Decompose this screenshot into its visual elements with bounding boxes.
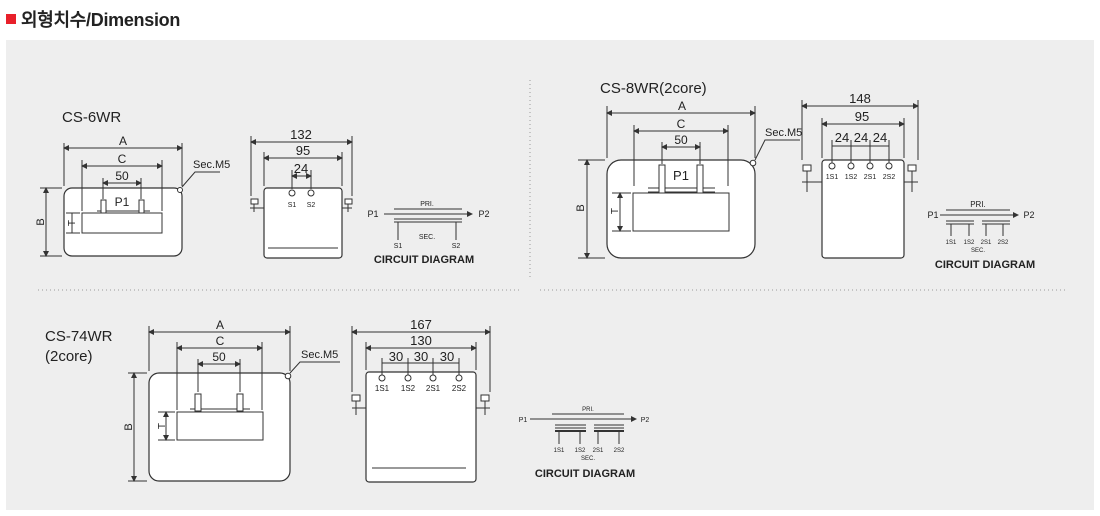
terminal-label: Sec.M5: [765, 127, 802, 139]
model-name: CS-6WR: [62, 109, 121, 126]
circuit-caption: CIRCUIT DIAGRAM: [535, 468, 635, 480]
dim-a-label: A: [216, 318, 224, 332]
circuit-pri: PRI.: [970, 200, 986, 209]
dim-pitch-label-3: 30: [440, 349, 454, 364]
circuit-1s2: 1S2: [575, 448, 586, 454]
circuit-sec: SEC.: [419, 234, 435, 241]
p1-label: P1: [115, 195, 130, 209]
terminal-label: Sec.M5: [193, 159, 230, 171]
terminal-s2-label: S2: [307, 202, 316, 209]
circuit-1s1: 1S1: [554, 448, 565, 454]
model-cs-8wr: CS-8WR(2core) A C 50 B T P1 Sec.M: [575, 80, 1035, 271]
dim-c-label: C: [216, 334, 225, 348]
dim-a-label: A: [119, 134, 127, 148]
circuit-1s1: 1S1: [946, 240, 957, 246]
dim-inner-label: 95: [296, 143, 310, 158]
dim-a-label: A: [678, 99, 686, 113]
p1-label: P1: [673, 168, 689, 183]
dim-hole-label: 50: [212, 350, 226, 364]
side-view: 148 95 24 24 24 1S1 1S2 2S1 2S2: [801, 91, 919, 259]
terminal-1s2-label: 1S2: [401, 384, 416, 393]
dim-hole-label: 50: [115, 169, 129, 183]
circuit-p2: P2: [641, 417, 650, 424]
circuit-p1: P1: [519, 417, 528, 424]
section-title: 외형치수/Dimension: [21, 10, 181, 30]
terminal-2s2-label: 2S2: [452, 384, 467, 393]
dim-c-label: C: [677, 117, 686, 131]
dim-pitch-label: 24: [294, 161, 308, 176]
circuit-pri: PRI.: [420, 201, 434, 208]
dim-t-label: T: [67, 220, 78, 226]
circuit-sec: SEC.: [971, 248, 985, 254]
circuit-p2: P2: [1023, 210, 1034, 220]
terminal-s1-label: S1: [288, 202, 297, 209]
terminal-2s1-label: 2S1: [426, 384, 441, 393]
model-name: CS-8WR(2core): [600, 80, 707, 97]
dim-b-label: B: [575, 204, 587, 211]
circuit-2s2: 2S2: [614, 448, 625, 454]
terminal-1s1-label: 1S1: [375, 384, 390, 393]
dim-pitch-label-1: 30: [389, 349, 403, 364]
side-view: 132 95 24 S1 S2: [250, 127, 353, 259]
section-header: 외형치수/Dimension: [6, 6, 180, 32]
circuit-2s2: 2S2: [998, 240, 1009, 246]
dim-pitch-label-3: 24: [873, 130, 887, 145]
terminal-2s1-label: 2S1: [864, 174, 877, 181]
model-name-line1: CS-74WR: [45, 328, 113, 345]
circuit-sec: SEC.: [581, 456, 595, 462]
model-name-line2: (2core): [45, 348, 93, 365]
terminal-2s2-label: 2S2: [883, 174, 896, 181]
circuit-p2: P2: [478, 209, 489, 219]
circuit-caption: CIRCUIT DIAGRAM: [374, 254, 474, 266]
dim-pitch-label-2: 24: [854, 130, 868, 145]
circuit-diagram: P1 P2 PRI. 1S1 1S2 2S1 2S2 SEC. CIRCUIT …: [519, 407, 650, 480]
dim-width-label: 167: [410, 317, 432, 332]
front-view: A C 50 B T Sec.M5: [123, 318, 340, 482]
circuit-2s1: 2S1: [593, 448, 604, 454]
dim-t-label: T: [157, 423, 168, 429]
model-cs-74wr: CS-74WR (2core) A C 50 B T Sec.M5: [45, 317, 650, 483]
terminal-label: Sec.M5: [301, 349, 338, 361]
side-view: 167 130 30 30 30 1S1 1S2 2S1 2S2: [351, 317, 491, 483]
dim-inner-label: 95: [855, 109, 869, 124]
dim-width-label: 132: [290, 127, 312, 142]
circuit-1s2: 1S2: [964, 240, 975, 246]
circuit-p1: P1: [367, 209, 378, 219]
dim-t-label: T: [610, 208, 621, 214]
circuit-s1: S1: [394, 243, 403, 250]
dim-inner-label: 130: [410, 333, 432, 348]
circuit-s2: S2: [452, 243, 461, 250]
dim-pitch-label-2: 30: [414, 349, 428, 364]
terminal-1s1-label: 1S1: [826, 174, 839, 181]
dim-b-label: B: [123, 423, 135, 430]
circuit-caption: CIRCUIT DIAGRAM: [935, 259, 1035, 271]
dim-pitch-label-1: 24: [835, 130, 849, 145]
front-view: A C 50 B T P1 Sec.M5: [575, 99, 802, 259]
red-square-icon: [6, 14, 16, 24]
front-view: A C 50 B T P1 Sec.M5: [35, 134, 230, 257]
terminal-1s2-label: 1S2: [845, 174, 858, 181]
circuit-2s1: 2S1: [981, 240, 992, 246]
dim-b-label: B: [35, 218, 47, 225]
circuit-diagram: P1 P2 PRI. 1S1 1S2 2S1 2S2 SEC. CIRCUIT …: [927, 200, 1035, 271]
model-cs-6wr: CS-6WR A C: [35, 109, 490, 266]
dim-hole-label: 50: [674, 133, 688, 147]
circuit-pri: PRI.: [582, 407, 594, 413]
dim-width-label: 148: [849, 91, 871, 106]
dim-c-label: C: [118, 152, 127, 166]
circuit-p1: P1: [927, 210, 938, 220]
circuit-diagram: P1 P2 PRI. SEC. S1 S2 CIRCUIT DIAGRAM: [367, 201, 489, 266]
